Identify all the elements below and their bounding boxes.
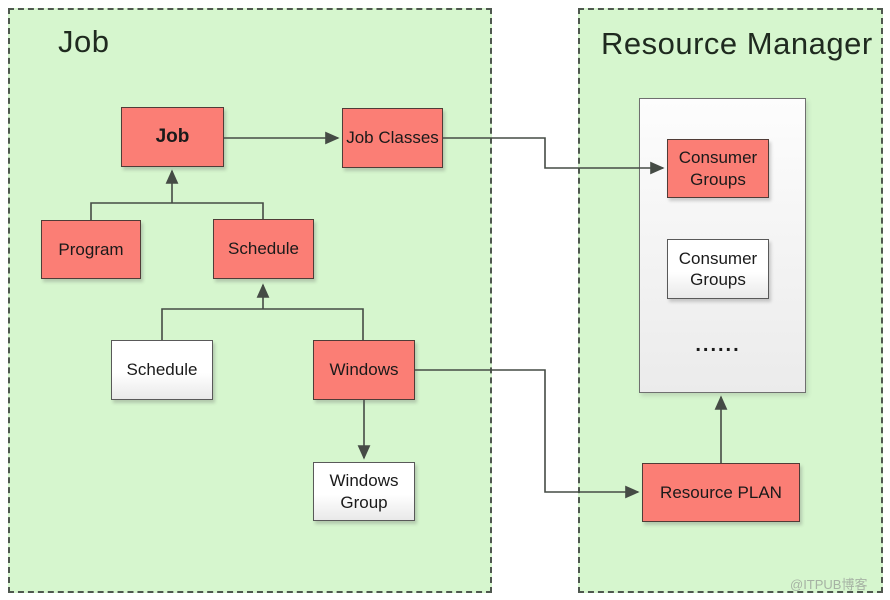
node-job: Job bbox=[121, 107, 224, 167]
job-domain-title: Job bbox=[58, 24, 110, 59]
more-groups-ellipsis: ...... bbox=[695, 334, 741, 356]
node-job-classes: Job Classes bbox=[342, 108, 443, 168]
node-windows: Windows bbox=[313, 340, 415, 400]
node-windows-group: Windows Group bbox=[313, 462, 415, 521]
node-schedule: Schedule bbox=[213, 219, 314, 279]
resource-manager-domain-title: Resource Manager bbox=[601, 26, 873, 61]
job-domain-container bbox=[8, 8, 492, 593]
watermark: @ITPUB博客 bbox=[790, 577, 868, 592]
node-schedule-child: Schedule bbox=[111, 340, 213, 400]
node-consumer-groups-primary: Consumer Groups bbox=[667, 139, 769, 198]
node-resource-plan: Resource PLAN bbox=[642, 463, 800, 522]
node-consumer-groups-secondary: Consumer Groups bbox=[667, 239, 769, 299]
node-program: Program bbox=[41, 220, 141, 279]
